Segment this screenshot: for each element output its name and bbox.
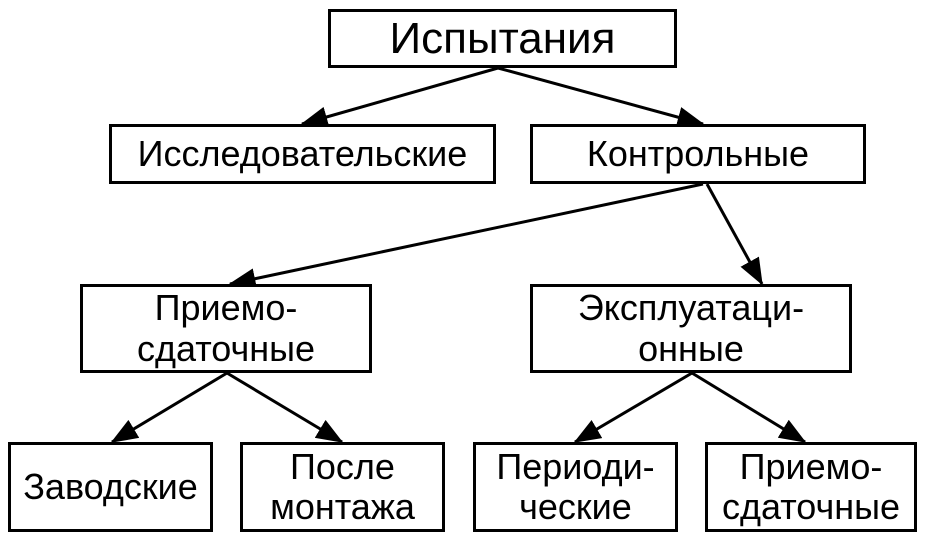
node-acceptance-2-line-1: Приемо- bbox=[739, 445, 883, 487]
node-acceptance-2-line-2: сдаточные bbox=[721, 486, 901, 527]
arrow-acceptance-to-factory bbox=[110, 371, 228, 444]
node-periodic-line-2: ческие bbox=[519, 486, 632, 527]
node-research-line-1: Исследовательские bbox=[137, 132, 468, 174]
node-periodic: Периоди- ческие bbox=[473, 442, 678, 532]
node-after-install-line-1: После bbox=[290, 445, 395, 487]
node-root: Испытания bbox=[328, 9, 677, 68]
arrow-acceptance-to-after-install bbox=[226, 371, 344, 444]
arrow-root-to-research bbox=[300, 66, 499, 128]
arrow-operational-to-acceptance-2 bbox=[691, 371, 807, 444]
node-factory-line-1: Заводские bbox=[23, 465, 198, 507]
node-root-line-1: Испытания bbox=[389, 13, 616, 63]
node-control-line-1: Контрольные bbox=[586, 132, 810, 174]
arrow-operational-to-periodic bbox=[573, 371, 693, 444]
node-acceptance-line-1: Приемо- bbox=[154, 287, 298, 329]
node-operational-line-1: Эксплуатаци- bbox=[577, 287, 805, 329]
node-control: Контрольные bbox=[530, 124, 866, 184]
node-after-install-line-2: монтажа bbox=[270, 486, 415, 527]
arrow-control-to-operational bbox=[705, 183, 764, 286]
node-operational-line-2: онные bbox=[638, 327, 744, 369]
arrow-root-to-control bbox=[497, 66, 705, 128]
arrow-control-to-acceptance bbox=[228, 182, 704, 289]
node-acceptance-2: Приемо- сдаточные bbox=[705, 442, 917, 532]
node-after-install: После монтажа bbox=[240, 442, 445, 532]
node-periodic-line-1: Периоди- bbox=[496, 445, 655, 487]
node-operational: Эксплуатаци- онные bbox=[530, 284, 852, 373]
node-research: Исследовательские bbox=[109, 124, 496, 184]
node-factory: Заводские bbox=[8, 442, 213, 532]
node-acceptance-line-2: сдаточные bbox=[136, 327, 316, 369]
node-acceptance: Приемо- сдаточные bbox=[80, 284, 372, 373]
